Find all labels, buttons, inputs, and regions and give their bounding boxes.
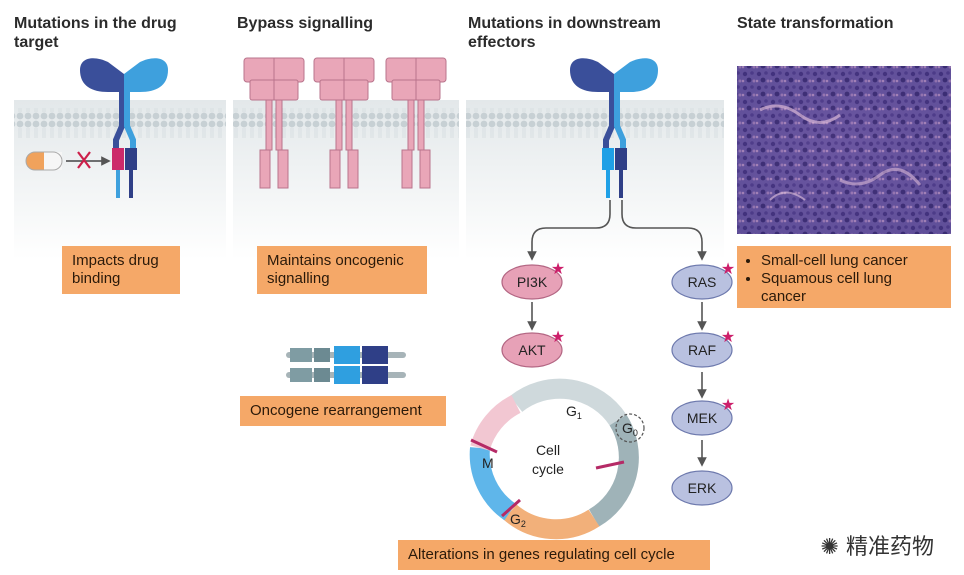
cell-cycle-genes-box: Alterations in genes regulating cell cyc… (398, 540, 710, 570)
svg-text:RAF: RAF (688, 342, 716, 358)
maintains-signalling-box: Maintains oncogenic signalling (257, 246, 427, 294)
state-transformation-box: Small-cell lung cancer Squamous cell lun… (737, 246, 951, 308)
svg-text:Cell: Cell (536, 442, 560, 458)
wechat-icon: ✺ (820, 535, 846, 560)
bypass-receptor-icon (385, 57, 447, 189)
node-ras: RAS ★ (671, 261, 735, 300)
title-line: effectors (468, 34, 536, 51)
svg-text:M: M (482, 455, 494, 471)
box-text: Impacts drug (72, 252, 159, 269)
svg-text:ERK: ERK (688, 480, 717, 496)
title-line: Mutations in the drug (14, 15, 177, 32)
node-mek: MEK ★ (671, 397, 735, 436)
receptor-icon (80, 58, 168, 198)
cell-cycle-diagram: Cell cycle G1 M G2 G0 (469, 378, 645, 540)
gene-fusion-icon (286, 346, 406, 384)
title-line: target (14, 34, 59, 51)
panel-title-state: State transformation (737, 15, 894, 32)
bypass-receptor-icon (243, 57, 305, 189)
watermark: ✺ 精准药物 (821, 529, 934, 561)
svg-text:G0: G0 (622, 420, 638, 438)
svg-text:G1: G1 (566, 403, 582, 421)
svg-text:G2: G2 (510, 511, 526, 529)
histology-image (737, 66, 951, 234)
watermark-text: 精准药物 (845, 535, 934, 560)
drug-capsule-icon (25, 151, 63, 171)
receptor-icon (570, 58, 658, 198)
panel-title-bypass: Bypass signalling (237, 15, 374, 32)
list-item: Squamous cell lung (761, 270, 941, 288)
node-pi3k: PI3K ★ (501, 261, 565, 300)
node-erk: ERK (671, 470, 733, 506)
svg-text:MEK: MEK (687, 410, 718, 426)
blocked-arrow-icon (66, 151, 111, 169)
mutation-star-icon: ★ (721, 329, 735, 346)
panel-title-downstream: Mutations in downstream effectors (468, 14, 661, 52)
svg-text:cycle: cycle (532, 461, 564, 477)
list-item: Small-cell lung cancer (761, 252, 941, 270)
panel-title-drug-target: Mutations in the drug target (14, 14, 177, 52)
node-raf: RAF ★ (671, 329, 735, 368)
box-text: signalling (267, 270, 330, 287)
svg-text:AKT: AKT (518, 342, 546, 358)
bypass-receptor-icon (313, 57, 375, 189)
svg-text:PI3K: PI3K (517, 274, 548, 290)
node-akt: AKT ★ (501, 329, 565, 368)
mutation-star-icon: ★ (551, 329, 565, 346)
list-item-continuation: cancer (761, 288, 807, 305)
oncogene-rearrangement-box: Oncogene rearrangement (240, 396, 446, 426)
box-text: binding (72, 270, 121, 287)
mutation-star-icon: ★ (551, 261, 565, 278)
svg-text:RAS: RAS (688, 274, 717, 290)
box-text: Maintains oncogenic (267, 252, 404, 269)
membrane (466, 108, 724, 138)
title-line: Mutations in downstream (468, 15, 661, 32)
impacts-drug-binding-box: Impacts drug binding (62, 246, 180, 294)
pathway-arrows (527, 200, 707, 467)
mutation-star-icon: ★ (721, 397, 735, 414)
mutation-star-icon: ★ (721, 261, 735, 278)
